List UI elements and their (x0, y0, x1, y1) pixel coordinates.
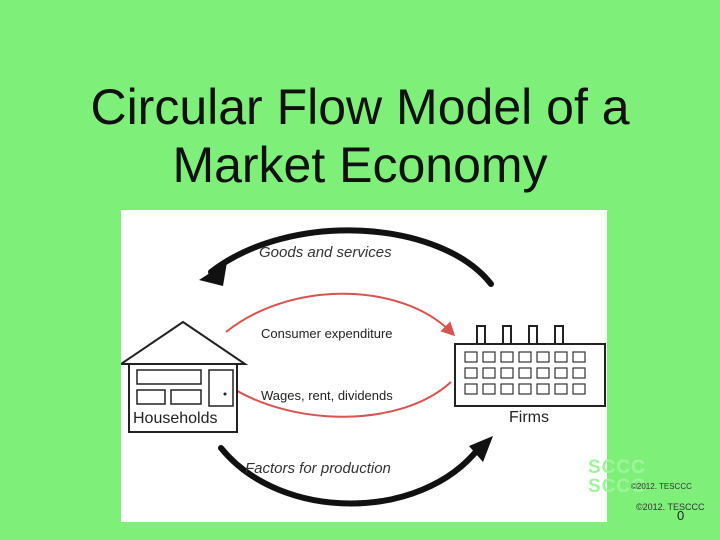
diagram-graphics (121, 227, 606, 507)
consumer-expenditure-label: Consumer expenditure (261, 326, 393, 341)
copyright-small: ©2012. TESCCC (631, 482, 692, 491)
goods-label: Goods and services (259, 244, 392, 261)
factors-label: Factors for production (245, 460, 391, 477)
households-label: Households (133, 410, 218, 427)
title-line-2: Market Economy (172, 137, 548, 193)
wages-flow-arrow (221, 380, 452, 418)
slide-title: Circular Flow Model of a Market Economy (0, 78, 720, 194)
copyright: ©2012. TESCCC (636, 502, 705, 512)
circular-flow-diagram: Goods and services Consumer expenditure … (121, 210, 607, 522)
goods-flow-arrow (208, 227, 494, 287)
factors-arrowhead (469, 436, 493, 462)
watermark-text-1: SCCC (588, 457, 646, 478)
watermark-text-2: SCCC (588, 476, 646, 497)
factors-flow-arrow (218, 445, 482, 507)
consumer-flow-arrow (225, 292, 456, 337)
wages-label: Wages, rent, dividends (261, 388, 393, 403)
firms-label: Firms (509, 409, 549, 426)
households-house-icon (121, 320, 249, 433)
title-line-1: Circular Flow Model of a (90, 79, 630, 135)
goods-arrowhead (199, 262, 227, 286)
firms-factory-icon (454, 325, 606, 407)
slide-number: 0 (677, 508, 685, 523)
